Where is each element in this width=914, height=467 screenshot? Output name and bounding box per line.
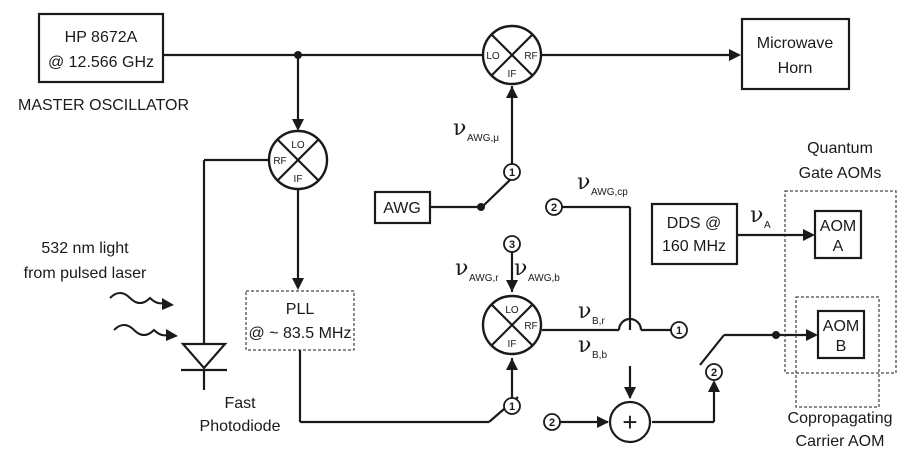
- port-marker-aom-switch-2: 2: [705, 363, 723, 381]
- laser-label-line1: 532 nm light: [41, 240, 129, 257]
- label-nu-b-r: ν B,r: [578, 299, 605, 327]
- label-nu-awg-mu: ν AWG,μ: [453, 116, 499, 144]
- svg-text:ν: ν: [453, 116, 466, 141]
- label-nu-awg-b: ν AWG,b: [514, 256, 560, 284]
- pll-box: PLL @ ~ 83.5 MHz: [245, 290, 355, 351]
- svg-text:1: 1: [509, 167, 515, 179]
- master-oscillator: HP 8672A @ 12.566 GHz: [37, 12, 165, 84]
- light-wave-icon: [109, 292, 178, 341]
- quantum-gate-label-line1: Quantum: [807, 140, 873, 157]
- copropagating-carrier-zone: [795, 296, 880, 408]
- quantum-gate-label-line2: Gate AOMs: [799, 165, 882, 182]
- photodiode-label-line2: Photodiode: [200, 418, 281, 435]
- label-nu-a: ν A: [750, 203, 771, 231]
- svg-text:ν: ν: [577, 170, 590, 195]
- svg-text:B,r: B,r: [592, 316, 605, 327]
- combiner-symbol: +: [622, 407, 637, 437]
- carrier-aom-label-line2: Carrier AOM: [796, 433, 885, 450]
- svg-text:1: 1: [676, 325, 682, 337]
- svg-text:3: 3: [509, 239, 515, 251]
- port-marker-top-switch-1: 1: [503, 163, 521, 181]
- label-nu-b-b: ν B,b: [578, 333, 607, 361]
- pll-mixer-lo: LO: [291, 140, 305, 151]
- top-mixer-rf: RF: [524, 51, 537, 62]
- photodiode-icon: [180, 342, 228, 390]
- junction-dots: [294, 51, 780, 339]
- dds-label-line1: DDS @: [667, 215, 721, 232]
- awg-box: AWG: [373, 190, 432, 225]
- svg-text:AWG,μ: AWG,μ: [467, 133, 499, 144]
- svg-text:2: 2: [551, 202, 557, 214]
- pll-label-line1: PLL: [286, 301, 315, 318]
- mid-mixer: LO RF IF: [481, 294, 543, 356]
- signal-combiner: +: [608, 400, 652, 444]
- top-mixer-if: IF: [508, 69, 517, 80]
- master-oscillator-caption: MASTER OSCILLATOR: [18, 97, 189, 114]
- awg-label: AWG: [383, 200, 421, 217]
- svg-text:A: A: [764, 220, 771, 231]
- horn-label-line1: Microwave: [757, 35, 834, 52]
- master-oscillator-frequency: @ 12.566 GHz: [48, 54, 154, 71]
- horn-label-line2: Horn: [778, 60, 813, 77]
- svg-text:ν: ν: [750, 203, 763, 228]
- pll-mixer-rf: RF: [273, 156, 286, 167]
- svg-text:2: 2: [549, 417, 555, 429]
- svg-text:ν: ν: [578, 299, 591, 324]
- aom-a-label-line1: AOM: [820, 218, 856, 235]
- aom-b-label-line2: B: [836, 338, 847, 355]
- svg-text:B,b: B,b: [592, 350, 607, 361]
- aom-a-label-line2: A: [833, 238, 844, 255]
- laser-label-line2: from pulsed laser: [24, 265, 147, 282]
- top-mixer-lo: LO: [486, 51, 500, 62]
- svg-text:2: 2: [711, 367, 717, 379]
- label-nu-awg-r: ν AWG,r: [455, 256, 499, 284]
- carrier-aom-label-line1: Copropagating: [788, 410, 893, 427]
- master-oscillator-model: HP 8672A: [65, 29, 138, 46]
- mid-mixer-if: IF: [508, 339, 517, 350]
- top-mixer: LO RF IF: [481, 24, 543, 86]
- photodiode-label-line1: Fast: [224, 395, 256, 412]
- svg-text:1: 1: [509, 401, 515, 413]
- quantum-gate-aoms-zone: [784, 190, 897, 374]
- aom-a: AOM A: [813, 209, 863, 260]
- arrowheads: [292, 49, 818, 428]
- dds-label-line2: 160 MHz: [662, 238, 726, 255]
- pll-label-line2: @ ~ 83.5 MHz: [249, 325, 352, 342]
- mid-mixer-lo: LO: [505, 305, 519, 316]
- svg-text:ν: ν: [455, 256, 468, 281]
- microwave-horn: Microwave Horn: [740, 17, 851, 91]
- port-marker-mixer-if-1: 1: [503, 397, 521, 415]
- label-nu-awg-cp: ν AWG,cp: [577, 170, 628, 198]
- aom-b-label-line1: AOM: [823, 318, 859, 335]
- aom-b: AOM B: [816, 309, 866, 360]
- svg-text:AWG,cp: AWG,cp: [591, 187, 628, 198]
- port-marker-rf-out-1: 1: [670, 321, 688, 339]
- pll-mixer: LO RF IF: [267, 129, 329, 191]
- port-marker-mixer-lo-3: 3: [503, 235, 521, 253]
- port-marker-top-switch-2: 2: [545, 198, 563, 216]
- svg-text:AWG,b: AWG,b: [528, 273, 560, 284]
- svg-text:ν: ν: [578, 333, 591, 358]
- pll-mixer-if: IF: [294, 174, 303, 185]
- port-marker-lower-switch-2: 2: [543, 413, 561, 431]
- mid-mixer-rf: RF: [524, 321, 537, 332]
- dds-box: DDS @ 160 MHz: [650, 202, 739, 266]
- svg-text:AWG,r: AWG,r: [469, 273, 499, 284]
- svg-text:ν: ν: [514, 256, 527, 281]
